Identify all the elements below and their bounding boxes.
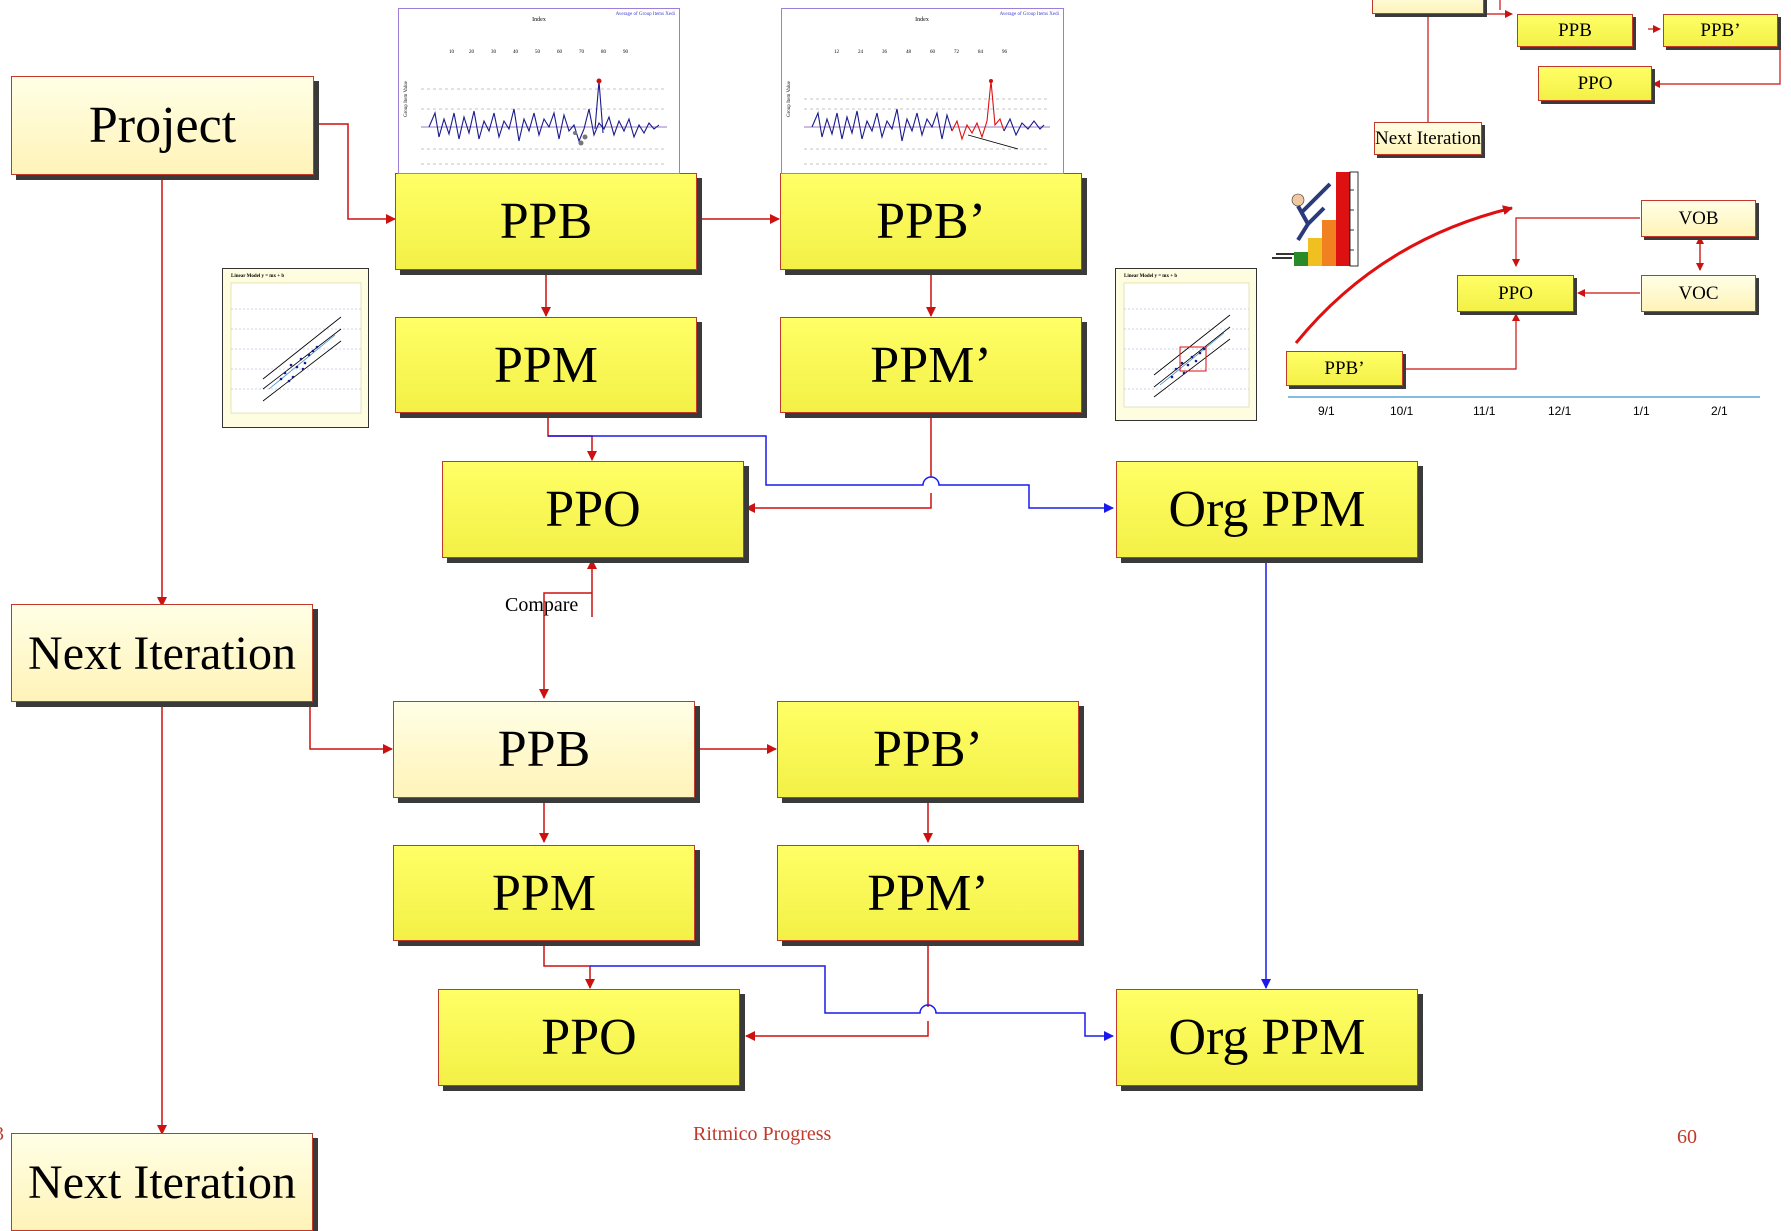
mini-ppb-box: PPB <box>1517 14 1633 47</box>
control-chart-2-xtick: 12 <box>834 50 840 55</box>
control-chart-1-xtick: 70 <box>579 50 585 55</box>
ppb-prime-box-top: PPB’ <box>780 173 1082 270</box>
control-chart-1-xtick: 90 <box>623 50 629 55</box>
control-chart-2-xtick: 84 <box>978 50 984 55</box>
control-chart-1-subtitle: Average of Group Items Xedi <box>616 12 676 17</box>
control-chart-1-xtick: 20 <box>469 50 475 55</box>
ppm-box-bottom: PPM <box>393 845 695 941</box>
ppm-prime-box-top: PPM’ <box>780 317 1082 413</box>
regression-chart-1: Linear Model y = mx + b <box>230 274 362 414</box>
org-ppm-box-bottom: Org PPM <box>1116 989 1418 1086</box>
climber-clipart <box>1268 160 1368 268</box>
climber-image <box>1272 171 1359 267</box>
regression-chart-1-title: Linear Model y = mx + b <box>231 274 284 279</box>
compare-label: Compare <box>505 594 579 616</box>
timeline-voc-box: VOC <box>1641 275 1756 312</box>
regression-chart-thumbnail-1: Linear Model y = mx + b <box>222 268 369 428</box>
control-chart-1-xtick: 30 <box>491 50 497 55</box>
timeline-tick: 10/1 <box>1390 404 1414 418</box>
timeline-ppo-box: PPO <box>1457 275 1574 312</box>
project-box: Project <box>11 76 314 175</box>
regression-chart-2-title: Linear Model y = mx + b <box>1124 274 1177 279</box>
control-chart-1-xtick: 60 <box>557 50 563 55</box>
control-chart-2-xtick: 72 <box>954 50 960 55</box>
ppo-box-top: PPO <box>442 461 744 558</box>
control-chart-1-xtick: 40 <box>513 50 519 55</box>
page-number: 60 <box>1677 1126 1697 1148</box>
control-chart-2-xtick: 60 <box>930 50 936 55</box>
mini-ppb-prime-box: PPB’ <box>1663 14 1778 47</box>
control-chart-thumbnail-2: Index Average of Group Items Xedi Group … <box>781 8 1064 174</box>
org-ppm-box-top: Org PPM <box>1116 461 1418 558</box>
mini-ppo-box: PPO <box>1538 66 1652 101</box>
footer-left-number: 3 <box>0 1123 4 1146</box>
ppm-prime-box-bottom: PPM’ <box>777 845 1079 941</box>
control-chart-1-title: Index <box>532 17 546 23</box>
timeline-tick: 11/1 <box>1473 404 1496 418</box>
footer-title: Ritmico Progress <box>693 1123 832 1145</box>
control-chart-1-xtick: 80 <box>601 50 607 55</box>
regression-chart-2: Linear Model y = mx + b <box>1123 274 1250 408</box>
timeline-ppb-prime-box: PPB’ <box>1286 351 1403 386</box>
ppm-box-top: PPM <box>395 317 697 413</box>
control-chart-thumbnail-1: Index Average of Group Items Xedi Group … <box>398 8 680 174</box>
control-chart-1-ylabel: Group Item Value <box>404 80 409 117</box>
next-iteration-box-1: Next Iteration <box>11 604 313 702</box>
control-chart-2-xtick: 96 <box>1002 50 1008 55</box>
timeline-tick: 9/1 <box>1318 404 1335 418</box>
control-chart-1-xtick: 50 <box>535 50 541 55</box>
control-chart-1-xtick: 10 <box>449 50 455 55</box>
control-chart-2-title: Index <box>915 17 929 23</box>
next-iteration-box-2: Next Iteration <box>11 1133 313 1231</box>
control-chart-1: Index Average of Group Items Xedi Group … <box>404 12 676 165</box>
timeline-vob-box: VOB <box>1641 200 1756 237</box>
timeline-tick: 12/1 <box>1548 404 1572 418</box>
control-chart-2-ylabel: Group Item Value <box>787 80 792 117</box>
ppb-box-bottom: PPB <box>393 701 695 798</box>
ppb-prime-box-bottom: PPB’ <box>777 701 1079 798</box>
mini-next-iteration-box: Next Iteration <box>1374 122 1482 155</box>
timeline-tick: 1/1 <box>1633 404 1650 418</box>
control-chart-2-xtick: 36 <box>882 50 888 55</box>
ppo-box-bottom: PPO <box>438 989 740 1086</box>
ppb-box-top: PPB <box>395 173 697 270</box>
control-chart-2-xtick: 48 <box>906 50 912 55</box>
control-chart-2-xtick: 24 <box>858 50 864 55</box>
mini-top-box <box>1372 0 1484 14</box>
control-chart-2-subtitle: Average of Group Items Xedi <box>1000 12 1060 17</box>
control-chart-2: Index Average of Group Items Xedi Group … <box>787 12 1060 165</box>
regression-chart-thumbnail-2: Linear Model y = mx + b <box>1115 268 1257 421</box>
timeline-tick: 2/1 <box>1711 404 1728 418</box>
